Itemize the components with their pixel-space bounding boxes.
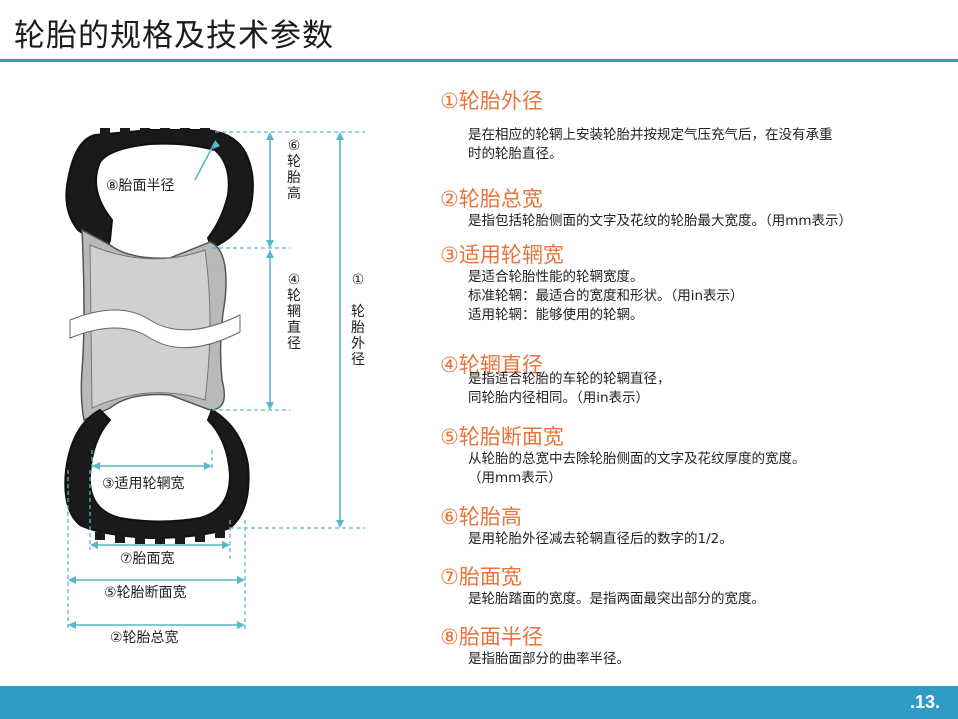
footer-bar: .13. — [0, 686, 958, 719]
label-tread-width: ⑦胎面宽 — [120, 548, 175, 568]
label-rim-width: ③适用轮辋宽 — [102, 473, 185, 493]
label-outer-diameter: ① 轮 胎 外 径 — [350, 272, 366, 368]
definition-outer-diameter: ①轮胎外径 是在相应的轮辋上安装轮胎并按规定气压充气后，在没有承重 时的轮胎直径… — [440, 88, 940, 164]
definition-overall-width: ②轮胎总宽 是指包括轮胎侧面的文字及花纹的轮胎最大宽度。（用mm表示） — [440, 186, 940, 231]
definition-title: ④轮辋直径 — [440, 353, 543, 377]
tire-cross-section-illustration — [64, 128, 365, 630]
title-divider — [0, 59, 958, 62]
definition-tread-width: ⑦胎面宽 是轮胎踏面的宽度。是指两面最突出部分的宽度。 — [440, 564, 940, 609]
definition-title: ⑧胎面半径 — [440, 625, 543, 649]
definition-tread-radius: ⑧胎面半径 是指胎面部分的曲率半径。 — [440, 624, 940, 669]
definition-rim-diameter: ④轮辋直径 是指适合轮胎的车轮的轮辋直径， 同轮胎内径相同。（用in表示） — [440, 352, 940, 408]
definition-title: ⑦胎面宽 — [440, 565, 522, 589]
definition-body: 是指适合轮胎的车轮的轮辋直径， 同轮胎内径相同。（用in表示） — [468, 371, 671, 406]
label-rim-diameter: ④ 轮 辋 直 径 — [286, 272, 302, 352]
definition-body: 是适合轮胎性能的轮辋宽度。 标准轮辋：最适合的宽度和形状。（用in表示） 适用轮… — [468, 269, 744, 323]
definition-title: ③适用轮辋宽 — [440, 243, 564, 267]
label-tread-radius: ⑧胎面半径 — [106, 175, 175, 195]
definition-title: ⑤轮胎断面宽 — [440, 425, 564, 449]
label-section-width: ⑤轮胎断面宽 — [104, 582, 187, 602]
definition-section-width: ⑤轮胎断面宽 从轮胎的总宽中去除轮胎侧面的文字及花纹厚度的宽度。 （用mm表示） — [440, 424, 940, 488]
tire-diagram: ⑧胎面半径 ③适用轮辋宽 ⑦胎面宽 ⑤轮胎断面宽 ②轮胎总宽 ⑥ 轮 胎 高 ④… — [0, 70, 430, 674]
definition-tire-height: ⑥轮胎高 是用轮胎外径减去轮辋直径后的数字的1/2。 — [440, 504, 940, 549]
definition-body: 是在相应的轮辋上安装轮胎并按规定气压充气后，在没有承重 时的轮胎直径。 — [468, 127, 833, 162]
slide-title: 轮胎的规格及技术参数 — [14, 18, 334, 54]
definition-title: ①轮胎外径 — [440, 89, 543, 113]
definition-rim-width: ③适用轮辋宽 是适合轮胎性能的轮辋宽度。 标准轮辋：最适合的宽度和形状。（用in… — [440, 242, 940, 325]
definition-body: 是轮胎踏面的宽度。是指两面最突出部分的宽度。 — [468, 591, 765, 607]
definition-body: 是指包括轮胎侧面的文字及花纹的轮胎最大宽度。（用mm表示） — [468, 213, 853, 229]
page-number: .13. — [909, 692, 940, 712]
definition-body: 是指胎面部分的曲率半径。 — [468, 651, 630, 667]
definition-title: ②轮胎总宽 — [440, 187, 543, 211]
definition-body: 从轮胎的总宽中去除轮胎侧面的文字及花纹厚度的宽度。 （用mm表示） — [468, 451, 806, 486]
definition-title: ⑥轮胎高 — [440, 505, 522, 529]
label-overall-width: ②轮胎总宽 — [110, 627, 179, 647]
lower-tire-section — [64, 408, 250, 540]
definition-body: 是用轮胎外径减去轮辋直径后的数字的1/2。 — [468, 531, 733, 547]
label-tire-height: ⑥ 轮 胎 高 — [286, 138, 302, 202]
upper-tire-section — [65, 129, 254, 250]
